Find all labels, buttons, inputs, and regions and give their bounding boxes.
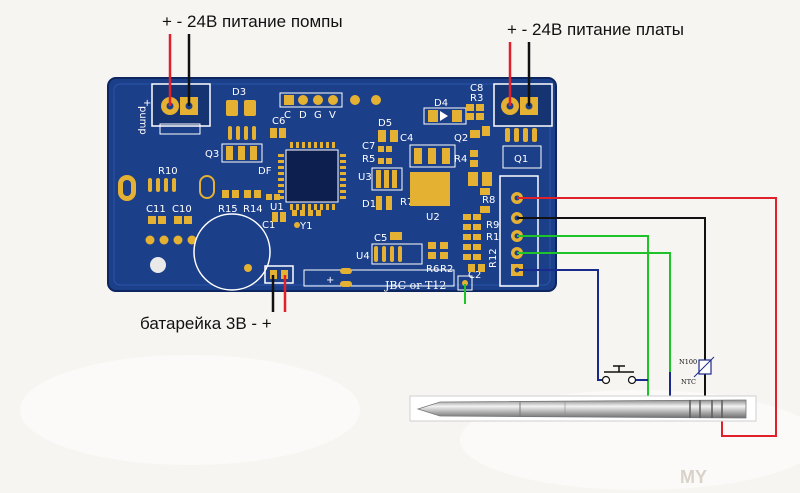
silk-C7: C7 — [362, 141, 375, 152]
background-shade — [20, 355, 360, 465]
silk-R14: R14 — [243, 204, 263, 215]
silk-R8: R8 — [482, 195, 495, 206]
silk-C4: C4 — [400, 133, 413, 144]
board-power-terminal — [493, 83, 553, 127]
silk-R6: R6 — [426, 264, 439, 275]
programming-header — [279, 92, 381, 108]
battery-outline — [303, 269, 455, 287]
silk-jbc-or-t12: JBC or T12 — [384, 279, 446, 292]
board-power-wires — [508, 42, 531, 106]
silk-C: C — [284, 110, 291, 121]
mcu-chip — [278, 142, 346, 210]
pads-c7-r5 — [378, 146, 392, 164]
pads-c11-c10 — [148, 216, 192, 224]
silk-R1: R1 — [486, 232, 499, 243]
board-power-label: + - 24В питание платы — [507, 20, 685, 39]
silk-R2: R2 — [440, 264, 453, 275]
pump-power-label: + - 24В питание помпы — [162, 12, 343, 31]
outline-u4 — [371, 243, 423, 265]
pads-r15-r14 — [222, 190, 280, 200]
pads-u3 — [376, 170, 397, 188]
pads-d1 — [376, 196, 392, 210]
soldering-tip — [409, 395, 757, 422]
silk-C8: C8 — [470, 83, 483, 94]
silk-D3: D3 — [232, 87, 246, 98]
silk-G: G — [314, 110, 322, 121]
silk-D4: D4 — [434, 98, 448, 109]
pads-d5 — [378, 130, 398, 142]
pads-c1 — [272, 212, 286, 222]
silk-V: V — [329, 110, 336, 121]
silk-DF: DF — [258, 166, 272, 177]
silk-D5: D5 — [378, 118, 392, 129]
push-button — [601, 365, 637, 385]
pump-power-wires — [168, 34, 191, 106]
pads-u1 — [292, 210, 321, 216]
outline-q1 — [502, 145, 542, 169]
ntc-label-bottom: NTC — [681, 378, 696, 386]
watermark: MY — [680, 467, 707, 487]
u2-body — [410, 172, 450, 206]
pads-row-upper — [228, 126, 256, 140]
battery-wires — [271, 275, 287, 312]
silk-U3: U3 — [358, 172, 372, 183]
silk-R15: R15 — [218, 204, 238, 215]
silk-pump: pump — [137, 106, 148, 135]
silk-R10: R10 — [158, 166, 178, 177]
pads-r10 — [148, 178, 176, 192]
battery-label: батарейка 3В - + — [140, 314, 272, 333]
pcb-edge-highlight — [113, 83, 551, 286]
outline-u2-tab — [409, 144, 456, 168]
buzzer-outline — [193, 213, 271, 291]
silk-plus: + — [143, 98, 151, 109]
pads-c8-r3 — [466, 104, 484, 120]
silk-C10: C10 — [172, 204, 192, 215]
silk-R9: R9 — [486, 220, 499, 231]
silk-U4: U4 — [356, 251, 370, 262]
pads-right-column — [468, 172, 492, 186]
silk-D1: D1 — [362, 199, 376, 210]
silk-Q3: Q3 — [205, 149, 219, 160]
silk-Y1: Y1 — [299, 221, 312, 232]
silk-C5: C5 — [374, 233, 387, 244]
silk-U2: U2 — [426, 212, 440, 223]
silk-R7: R7 — [400, 197, 413, 208]
silk-U1: U1 — [270, 202, 284, 213]
battery-connector — [264, 265, 294, 284]
pads-u2 — [414, 148, 450, 164]
pads-r9-r1-r12 — [463, 214, 481, 260]
ntc-thermistor — [693, 356, 715, 378]
outline-u3 — [371, 167, 403, 191]
pads-r8 — [480, 188, 490, 213]
pads-u4 — [374, 242, 448, 262]
silk-R5: R5 — [362, 154, 375, 165]
pcb-board: pump + C D G V D3 C6 — [107, 77, 557, 292]
silk-D: D — [299, 110, 307, 121]
silk-C2: C2 — [468, 270, 481, 281]
pads-r4 — [470, 150, 478, 167]
pads-c6 — [270, 128, 286, 138]
silk-battery-plus: + — [326, 275, 334, 286]
pads-q2 — [470, 126, 490, 138]
mount-slot — [199, 175, 215, 199]
silk-C11: C11 — [146, 204, 166, 215]
silk-C6: C6 — [272, 116, 285, 127]
silk-R3: R3 — [470, 93, 483, 104]
pads-d3 — [226, 100, 256, 116]
pads-q1-top — [505, 128, 537, 142]
silk-Q1: Q1 — [514, 154, 528, 165]
pads-c2 — [468, 264, 485, 272]
mount-hole-bottom — [150, 257, 166, 273]
silk-R12: R12 — [488, 248, 499, 268]
ntc-label-top: N100 — [679, 358, 697, 366]
silk-Q2: Q2 — [454, 133, 468, 144]
pump-terminal — [151, 83, 211, 135]
outline-q3 — [221, 143, 263, 163]
pads-row-lower-left — [145, 235, 197, 245]
silk-C1: C1 — [262, 220, 275, 231]
silk-R4: R4 — [454, 154, 467, 165]
pads-q3 — [226, 146, 257, 160]
